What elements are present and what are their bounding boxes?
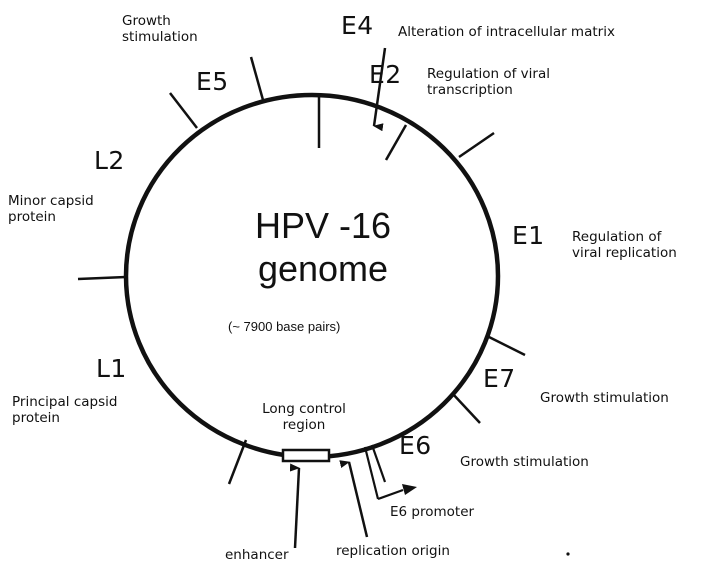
replication-origin-arrow	[339, 460, 369, 538]
enhancer-arrow	[289, 463, 301, 549]
gene-label-e4: E4	[341, 11, 374, 40]
e6-promoter-label: E6 promoter	[390, 504, 475, 520]
e1-function: Regulation of viral replication	[572, 229, 677, 261]
gene-label-l1: L1	[96, 354, 127, 383]
e6-promoter-arrow	[377, 488, 404, 501]
enhancer-label: enhancer	[225, 547, 289, 563]
l2-function-line-1: Minor capsid	[8, 193, 94, 209]
lcr-label-line-2: region	[282, 416, 326, 433]
e2-function: Regulation of viral transcription	[427, 66, 550, 98]
e4-function: Alteration of intracellular matrix	[398, 24, 615, 40]
gene-label-l2: L2	[94, 146, 125, 175]
gene-label-e2: E2	[369, 60, 402, 89]
lcr-label: Long control region	[249, 401, 359, 433]
tick-l2-e5	[169, 92, 198, 129]
lcr-label-line-1: Long control	[262, 401, 346, 417]
gene-label-e5: E5	[196, 67, 229, 96]
genome-title: HPV -16 genome	[228, 204, 418, 290]
e5-function: Growth stimulation	[122, 13, 198, 45]
gene-label-e6: E6	[399, 431, 432, 460]
gene-label-e7: E7	[483, 364, 516, 393]
gene-label-e1: E1	[512, 221, 545, 250]
e6-promoter-line-b	[370, 444, 387, 483]
genome-size: (~ 7900 base pairs)	[228, 319, 341, 334]
e1-function-line-1: Regulation of	[572, 229, 662, 245]
title-line-1: HPV -16	[254, 205, 392, 246]
e5-function-line-2: stimulation	[122, 28, 198, 45]
l1-function-line-2: protein	[12, 409, 60, 426]
lcr-box	[281, 448, 331, 463]
tick-l2-l1	[77, 275, 127, 281]
e7-function: Growth stimulation	[540, 390, 669, 406]
e2-function-line-1: Regulation of viral	[427, 66, 550, 82]
tick-e5-e4	[249, 56, 265, 101]
e2-function-line-2: transcription	[427, 81, 513, 98]
l1-function: Principal capsid protein	[12, 394, 118, 426]
stray-dot	[566, 552, 570, 556]
tick-e2-e1	[458, 131, 495, 159]
e4-arrow	[372, 47, 387, 132]
tick-e2-inner	[384, 124, 408, 161]
e5-function-line-1: Growth	[122, 13, 171, 29]
l2-function-line-2: protein	[8, 208, 56, 225]
e6-promoter-arrowhead	[402, 484, 417, 495]
title-line-2: genome	[257, 248, 389, 290]
e6-promoter-line-a	[363, 446, 380, 500]
tick-e7-e6	[451, 392, 481, 424]
tick-l1-lcr	[227, 439, 248, 485]
l1-function-line-1: Principal capsid	[12, 394, 118, 410]
replication-origin-label: replication origin	[336, 543, 450, 559]
e6-function: Growth stimulation	[460, 454, 589, 470]
e1-function-line-2: viral replication	[572, 244, 677, 261]
l2-function: Minor capsid protein	[8, 193, 94, 225]
tick-e1-e7	[488, 335, 526, 357]
